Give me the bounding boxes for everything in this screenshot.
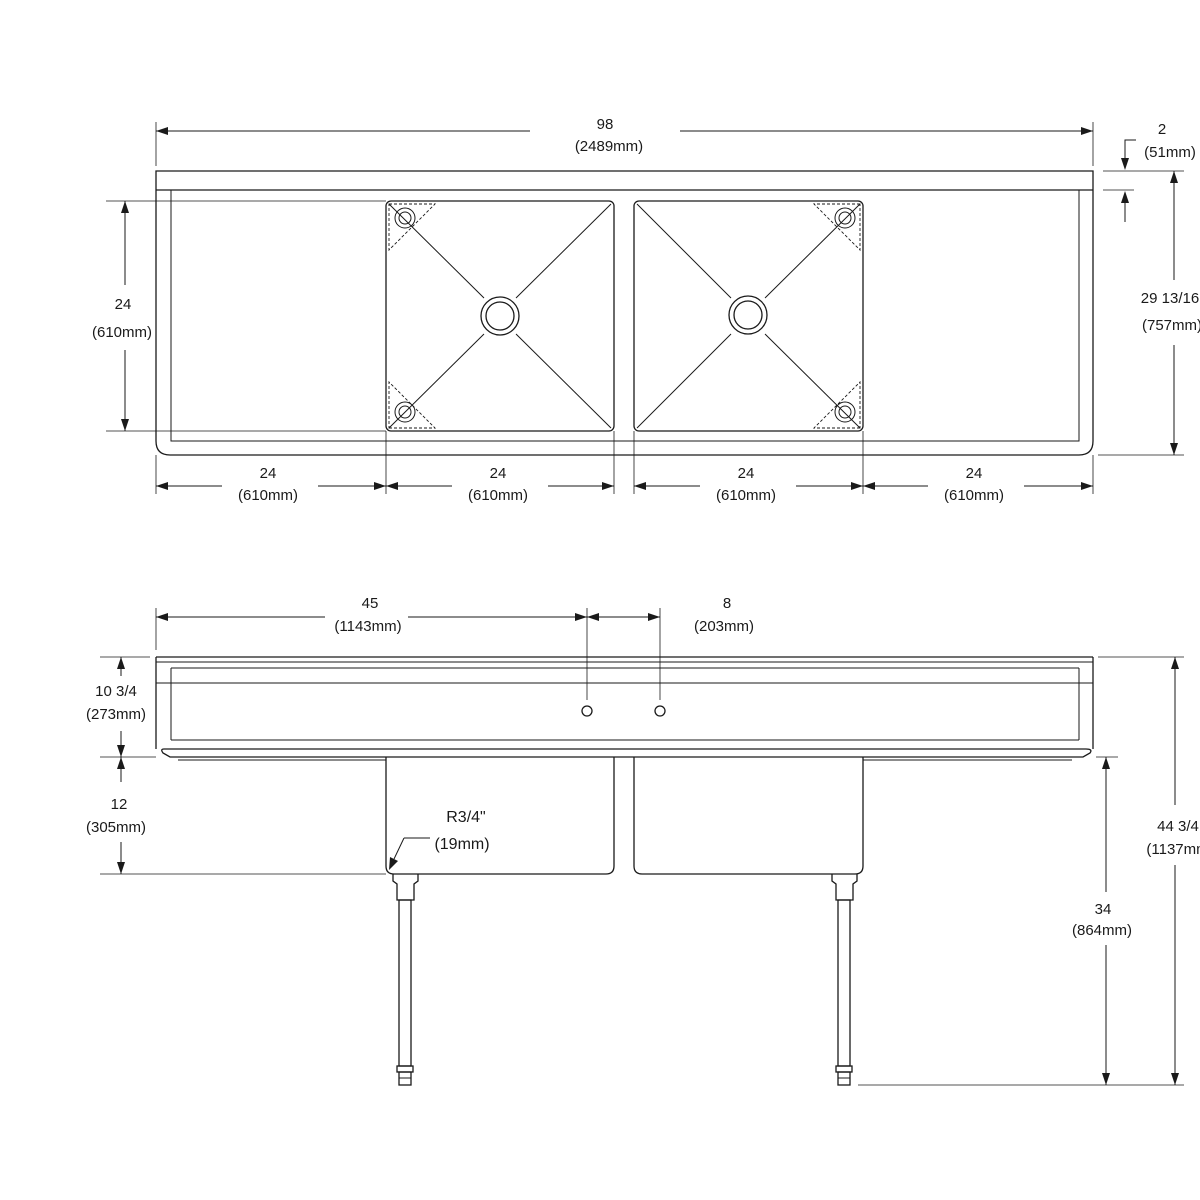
dim-bowl-front-to-back: 24 (610mm): [92, 200, 386, 432]
bowl-1-width-in: 24: [490, 465, 507, 482]
radius-callout: R3/4" (19mm): [389, 809, 490, 870]
bowl-2-width-in: 24: [738, 465, 755, 482]
faucet-offset-in: 45: [362, 595, 379, 612]
right-leg: [831, 874, 858, 1086]
dim-right-heights: 34 (864mm) 44 3/4 (1137mm): [858, 656, 1200, 1086]
bowl-2-width-mm: (610mm): [716, 487, 776, 504]
dim-backsplash: 2 (51mm): [1103, 121, 1196, 222]
overall-depth-in: 29 13/16: [1141, 290, 1199, 307]
front-right-bowl: [633, 757, 864, 875]
front-view: R3/4" (19mm) 45 (1143mm) 8 (203mm): [86, 595, 1200, 1086]
faucet-offset-mm: (1143mm): [334, 618, 401, 635]
rim-height-mm: (864mm): [1072, 922, 1132, 939]
dim-faucet-location: 45 (1143mm) 8 (203mm): [155, 595, 754, 700]
top-view: 98 (2489mm) 2 (51mm) 29 13/16 (757mm): [92, 116, 1200, 504]
bowl-depth-in: 12: [111, 796, 128, 813]
dim-overall-depth: 29 13/16 (757mm): [1098, 171, 1200, 456]
overall-length-mm: (2489mm): [575, 138, 643, 155]
left-leg: [392, 874, 419, 1086]
faucet-hole-icon: [581, 705, 593, 717]
overall-depth-mm: (757mm): [1142, 317, 1200, 334]
dim-left-heights: 10 3/4 (273mm) 12 (305mm): [86, 656, 386, 875]
left-bowl: [385, 200, 615, 432]
backsplash-height-in: 10 3/4: [95, 683, 137, 700]
corner-radius-mm: (19mm): [434, 836, 489, 853]
bowl-depth-mm: (305mm): [86, 819, 146, 836]
left-drainboard-mm: (610mm): [238, 487, 298, 504]
backsplash-mm: (51mm): [1144, 144, 1196, 161]
right-drainboard-in: 24: [966, 465, 983, 482]
inner-rim: [170, 190, 1080, 442]
front-left-bowl: [385, 757, 615, 875]
faucet-spacing-in: 8: [723, 595, 731, 612]
faucet-spacing-mm: (203mm): [694, 618, 754, 635]
front-backsplash: [155, 656, 1094, 749]
right-drainboard-mm: (610mm): [944, 487, 1004, 504]
overall-height-in: 44 3/4: [1157, 818, 1199, 835]
left-drainboard-in: 24: [260, 465, 277, 482]
overall-height-mm: (1137mm): [1146, 841, 1200, 858]
bowl-1-width-mm: (610mm): [468, 487, 528, 504]
dim-overall-length: 98 (2489mm): [155, 116, 1094, 166]
drain-icon: [480, 296, 520, 336]
overall-length-in: 98: [597, 116, 614, 133]
bowl-depth-top-in: 24: [115, 296, 132, 313]
corner-radius-in: R3/4": [446, 809, 485, 826]
drain-icon: [728, 295, 768, 335]
right-bowl: [633, 200, 864, 432]
backsplash-in: 2: [1158, 121, 1166, 138]
front-rim: [161, 748, 1092, 758]
rim-height-in: 34: [1095, 901, 1112, 918]
dim-bottom-chain: 24 (610mm) 24 (610mm) 24 (610mm) 24 (610…: [155, 431, 1094, 504]
top-view-outline: [155, 170, 1094, 456]
faucet-hole-icon: [654, 705, 666, 717]
backsplash-height-mm: (273mm): [86, 706, 146, 723]
bowl-depth-top-mm: (610mm): [92, 324, 152, 341]
